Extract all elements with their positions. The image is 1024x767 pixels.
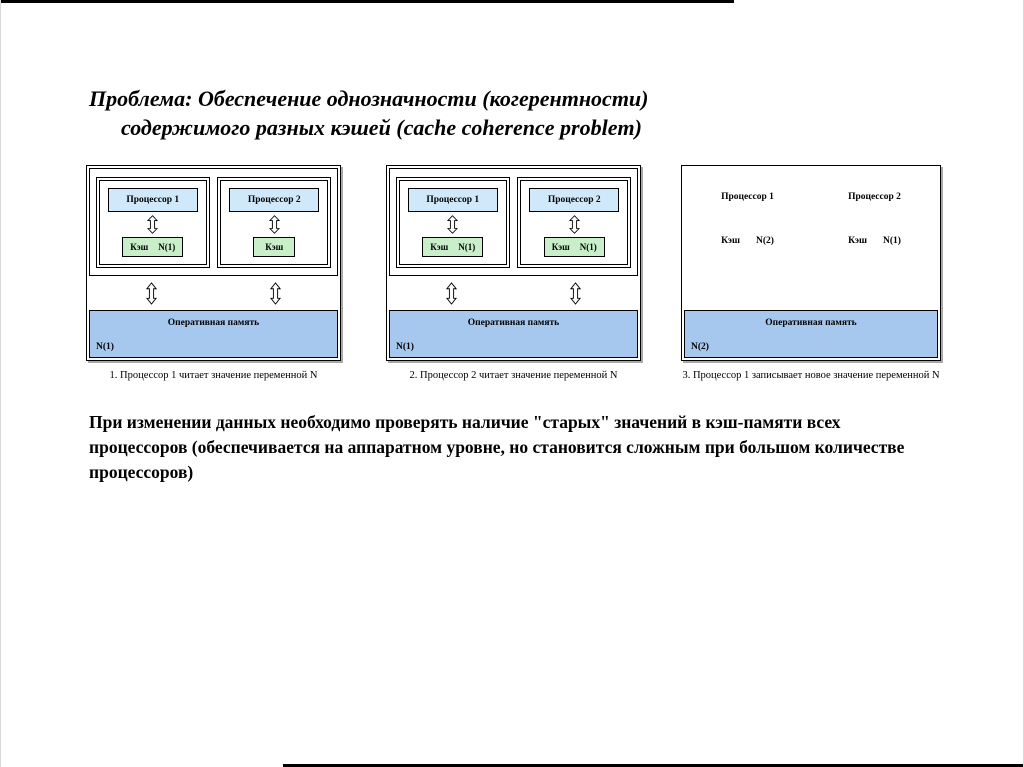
ram-box: Оперативная память N(1) <box>389 310 638 358</box>
cache-box: Кэш <box>253 236 296 257</box>
title-line-1: Проблема: Обеспечение однозначности (ког… <box>89 84 869 113</box>
title-prefix: Проблема: <box>89 86 193 111</box>
diagram-caption-1: 1. Процессор 1 читает значение переменно… <box>109 370 318 381</box>
title-line-2: содержимого разных кэшей (cache coherenc… <box>121 115 642 140</box>
cache-ram-arrow-icon <box>270 281 282 305</box>
body-text: При изменении данных необходимо проверят… <box>89 412 905 482</box>
cache-values-row: Кэш N(2) Кэш N(1) <box>684 236 938 246</box>
processors-group-box: Процессор 1 Кэш N(1) Процессор 2 <box>89 168 338 276</box>
processor-unit-inner: Процессор 2 Кэш N(1) <box>520 179 629 265</box>
cache-ram-arrow-icon <box>145 281 157 305</box>
cache-text: Кэш N(1) <box>848 236 901 246</box>
processor-unit-1: Процессор 1 Кэш N(1) <box>395 176 510 268</box>
ram-value: N(2) <box>691 342 709 352</box>
slide-title: Проблема: Обеспечение однозначности (ког… <box>89 84 869 142</box>
title-rest: Обеспечение однозначности (когерентности… <box>192 86 649 111</box>
processor-box: Процессор 2 <box>229 187 320 212</box>
cache-label: Кэш <box>848 236 867 246</box>
processor-box: Процессор 1 <box>407 187 498 212</box>
cache-label: Кэш <box>130 241 149 252</box>
diagram-caption-2: 2. Процессор 2 читает значение переменно… <box>409 370 618 381</box>
ram-box: Оперативная память N(2) <box>684 310 938 358</box>
cache-value: N(1) <box>882 236 901 246</box>
bus-arrows <box>389 276 638 310</box>
diagram-step-2: Процессор 1 Кэш N(1) Процессор 2 <box>386 165 641 381</box>
cpu-cache-arrow-icon <box>268 214 280 234</box>
processor-unit-2: Процессор 2 Кэш <box>217 176 332 268</box>
cache-box: Кэш N(1) <box>422 236 484 257</box>
cache-label: Кэш <box>430 241 449 252</box>
processor-unit-2: Процессор 2 Кэш N(1) <box>517 176 632 268</box>
diagram-panel-2: Процессор 1 Кэш N(1) Процессор 2 <box>386 165 641 361</box>
processor-label: Процессор 2 <box>848 192 901 202</box>
ram-box: Оперативная память N(1) <box>89 310 338 358</box>
cache-ram-arrow-icon <box>570 281 582 305</box>
processor-box: Процессор 1 <box>107 187 198 212</box>
diagram-row: Процессор 1 Кэш N(1) Процессор 2 <box>86 165 941 381</box>
cache-label: Кэш <box>721 236 740 246</box>
cache-value: N(1) <box>579 241 597 252</box>
cache-box: Кэш N(1) <box>122 236 184 257</box>
processors-group-box: Процессор 1 Кэш N(1) Процессор 2 <box>389 168 638 276</box>
processor-unit-1: Процессор 1 Кэш N(1) <box>95 176 210 268</box>
processor-label: Процессор 1 <box>721 192 774 202</box>
cache-label: Кэш <box>265 241 284 252</box>
ram-label: Оперативная память <box>167 318 260 328</box>
processor-unit-inner: Процессор 2 Кэш <box>220 179 329 265</box>
processor-unit-inner: Процессор 1 Кэш N(1) <box>398 179 507 265</box>
cache-ram-arrow-icon <box>445 281 457 305</box>
slide-edge-bottom <box>283 764 1023 767</box>
cache-text: Кэш N(2) <box>721 236 774 246</box>
diagram-panel-1: Процессор 1 Кэш N(1) Процессор 2 <box>86 165 341 361</box>
cpu-cache-arrow-icon <box>568 214 580 234</box>
cache-value: N(2) <box>755 236 774 246</box>
cpu-cache-arrow-icon <box>147 214 159 234</box>
cpu-cache-arrow-icon <box>447 214 459 234</box>
diagram-step-1: Процессор 1 Кэш N(1) Процессор 2 <box>86 165 341 381</box>
processor-unit-inner: Процессор 1 Кэш N(1) <box>98 179 207 265</box>
processor-box: Процессор 2 <box>529 187 620 212</box>
cache-box: Кэш N(1) <box>543 236 605 257</box>
ram-value: N(1) <box>396 342 414 352</box>
cache-value: N(1) <box>458 241 476 252</box>
cache-value: N(1) <box>158 241 176 252</box>
ram-value: N(1) <box>96 342 114 352</box>
processor-names-row: Процессор 1 Процессор 2 <box>684 192 938 202</box>
diagram-caption-3: 3. Процессор 1 записывает новое значение… <box>682 370 940 381</box>
slide-edge-top <box>1 0 734 3</box>
bus-arrows <box>89 276 338 310</box>
cache-label: Кэш <box>551 241 570 252</box>
ram-label: Оперативная память <box>765 318 857 328</box>
ram-label: Оперативная память <box>467 318 560 328</box>
